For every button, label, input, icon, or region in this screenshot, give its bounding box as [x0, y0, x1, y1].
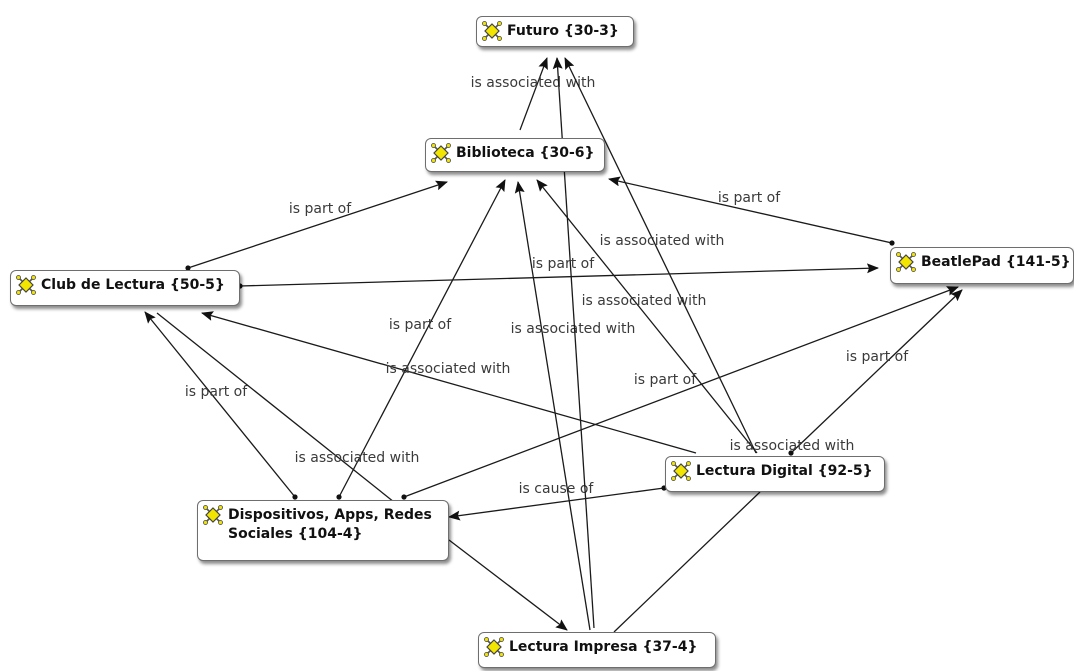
edge-label: is part of	[846, 349, 909, 365]
edge-beatlepad-biblioteca[interactable]	[608, 176, 893, 244]
edge-tail-dot	[788, 450, 794, 456]
edge-label: is associated with	[730, 438, 855, 454]
node-beatlepad[interactable]: BeatlePad {141-5}	[890, 247, 1074, 284]
edge-label: is associated with	[386, 361, 511, 377]
edge-label: is part of	[718, 190, 781, 206]
node-label: Lectura Impresa {37-4}	[509, 639, 698, 655]
network-node-icon	[482, 21, 502, 41]
node-lectura-impresa[interactable]: Lectura Impresa {37-4}	[478, 632, 716, 668]
edge-label: is part of	[634, 372, 697, 388]
node-futuro[interactable]: Futuro {30-3}	[476, 16, 634, 47]
network-node-icon	[431, 143, 451, 163]
edge-label: is part of	[185, 384, 248, 400]
edge-digital-beatlepad[interactable]	[790, 289, 963, 454]
edge-biblioteca-futuro[interactable]	[519, 57, 548, 131]
network-node-icon	[896, 252, 916, 272]
network-node-icon	[671, 461, 691, 481]
network-node-icon	[484, 637, 504, 657]
network-node-icon	[203, 505, 223, 525]
edge-tail-dot	[889, 240, 895, 246]
edge-dispositivos-beatlepad[interactable]	[403, 286, 959, 498]
edge-label: is associated with	[511, 321, 636, 337]
edge-digital-club[interactable]	[201, 311, 697, 454]
edge-tail-dot	[401, 494, 407, 500]
edge-digital-futuro[interactable]	[564, 57, 757, 454]
edge-dispositivos-club[interactable]	[156, 312, 405, 511]
edge-digital-dispositivos[interactable]	[448, 487, 665, 521]
edge-label: is associated with	[471, 75, 596, 91]
edge-label: is associated with	[600, 233, 725, 249]
edge-digital-impresa[interactable]	[613, 491, 761, 633]
network-node-icon	[16, 275, 36, 295]
edge-club-beatlepad[interactable]	[239, 263, 879, 287]
edge-label: is part of	[289, 201, 352, 217]
edge-dispositivos-impresa[interactable]	[448, 539, 568, 631]
edge-tail-dot	[336, 494, 342, 500]
node-lectura-digital[interactable]: Lectura Digital {92-5}	[665, 456, 885, 492]
edge-digital-biblioteca[interactable]	[536, 179, 758, 454]
edge-tail-dot	[185, 265, 191, 271]
node-biblioteca[interactable]: Biblioteca {30-6}	[425, 138, 605, 172]
edge-label: is associated with	[582, 293, 707, 309]
node-label: Club de Lectura {50-5}	[41, 277, 225, 293]
node-label: Futuro {30-3}	[507, 23, 619, 39]
node-dispositivos-apps-redes-sociales[interactable]: Dispositivos, Apps, Redes Sociales {104-…	[197, 500, 449, 561]
edge-label: is part of	[532, 256, 595, 272]
edge-club-biblioteca[interactable]	[187, 180, 448, 269]
node-label: Dispositivos, Apps, Redes Sociales {104-…	[228, 507, 432, 542]
node-label: Lectura Digital {92-5}	[696, 463, 873, 479]
edge-tail-dot	[292, 494, 298, 500]
node-label: BeatlePad {141-5}	[921, 254, 1071, 270]
edge-label: is associated with	[295, 450, 420, 466]
edge-label: is part of	[389, 317, 452, 333]
edge-dispositivos-biblioteca[interactable]	[338, 179, 506, 498]
node-label: Biblioteca {30-6}	[456, 145, 595, 161]
edge-dispositivos-club[interactable]	[144, 311, 296, 498]
node-club-de-lectura[interactable]: Club de Lectura {50-5}	[10, 270, 240, 306]
edge-label: is cause of	[519, 481, 595, 497]
edge-impresa-biblioteca[interactable]	[514, 181, 591, 631]
